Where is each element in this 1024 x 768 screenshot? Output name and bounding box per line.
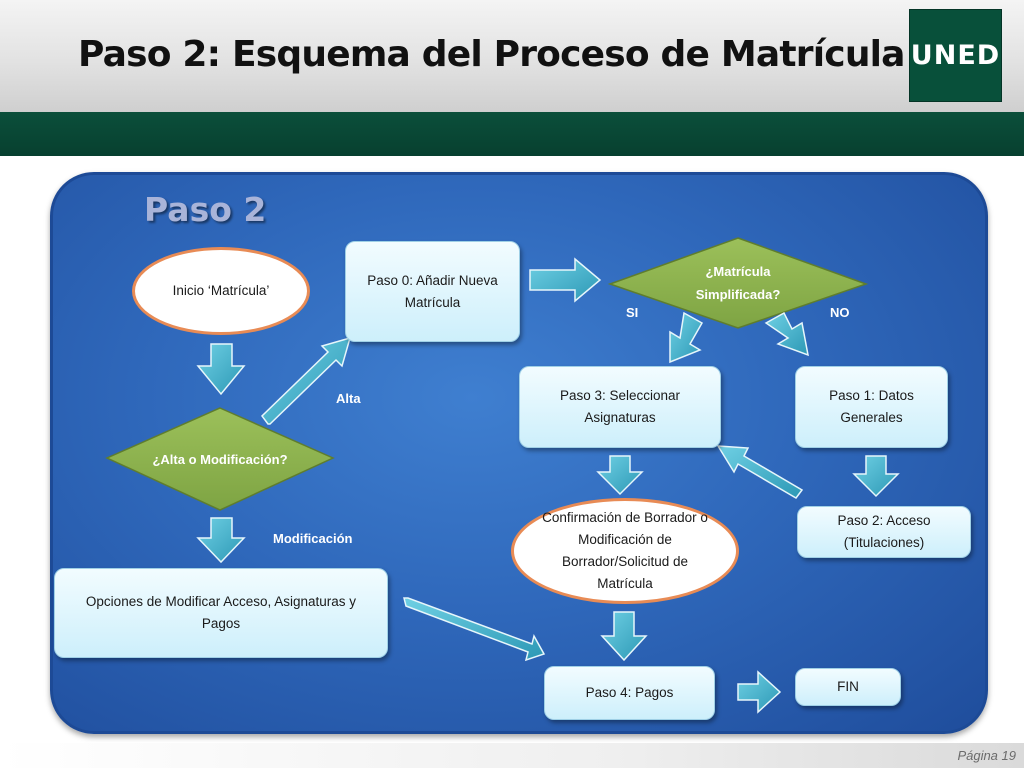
arrow-paso3-down bbox=[596, 455, 644, 496]
page-number: Página 19 bbox=[957, 748, 1016, 763]
node-paso0-label: Paso 0: Añadir Nueva Matrícula bbox=[367, 272, 498, 310]
uned-logo: UNED bbox=[909, 9, 1002, 102]
node-paso0: Paso 0: Añadir Nueva Matrícula bbox=[345, 241, 520, 342]
slide-title: Paso 2: Esquema del Proceso de Matrícula bbox=[78, 34, 905, 75]
node-fin: FIN bbox=[795, 668, 901, 706]
node-paso2-acceso-label: Paso 2: Acceso (Titulaciones) bbox=[837, 513, 931, 550]
edge-label-si: SI bbox=[626, 305, 639, 320]
diamond-matricula-simplificada bbox=[607, 237, 869, 329]
node-confirmacion: Confirmación de Borrador o Modificación … bbox=[511, 498, 739, 604]
panel-title: Paso 2 bbox=[144, 190, 267, 229]
arrow-paso4-right bbox=[737, 670, 782, 714]
arrow-paso2-to-paso3 bbox=[716, 445, 804, 499]
footer-band bbox=[0, 743, 1024, 768]
node-paso2-acceso: Paso 2: Acceso (Titulaciones) bbox=[797, 506, 971, 558]
arrow-si-down bbox=[669, 311, 704, 364]
node-opciones: Opciones de Modificar Acceso, Asignatura… bbox=[54, 568, 388, 658]
node-paso1-label: Paso 1: Datos Generales bbox=[829, 388, 914, 425]
node-paso1: Paso 1: Datos Generales bbox=[795, 366, 948, 448]
arrow-opciones-to-paso4 bbox=[403, 597, 546, 662]
arrow-confirmacion-down bbox=[600, 611, 648, 662]
node-paso3: Paso 3: Seleccionar Asignaturas bbox=[519, 366, 721, 448]
edge-label-alta: Alta bbox=[336, 391, 361, 406]
logo-text: UNED bbox=[910, 40, 1001, 71]
node-paso4: Paso 4: Pagos bbox=[544, 666, 715, 720]
node-inicio-label: Inicio ‘Matrícula’ bbox=[172, 283, 270, 298]
edge-label-no: NO bbox=[830, 305, 850, 320]
header-green-bar bbox=[0, 112, 1024, 156]
node-confirmacion-label: Confirmación de Borrador o Modificación … bbox=[542, 510, 708, 591]
node-opciones-label: Opciones de Modificar Acceso, Asignatura… bbox=[85, 594, 357, 631]
arrow-paso1-down bbox=[852, 455, 900, 498]
arrow-alta-diagonal bbox=[261, 336, 352, 425]
node-fin-label: FIN bbox=[837, 679, 859, 694]
edge-label-modificacion: Modificación bbox=[273, 531, 353, 546]
arrow-no-down bbox=[764, 311, 809, 357]
arrow-paso0-right bbox=[529, 257, 602, 303]
diamond-alta-modificacion bbox=[105, 407, 335, 511]
node-paso3-label: Paso 3: Seleccionar Asignaturas bbox=[559, 388, 681, 425]
arrow-inicio-down bbox=[196, 343, 246, 396]
header-band bbox=[0, 0, 1024, 112]
node-alta-modificacion-label: ¿Alta o Modificación? bbox=[152, 451, 288, 467]
node-paso4-label: Paso 4: Pagos bbox=[585, 685, 674, 700]
node-inicio: Inicio ‘Matrícula’ bbox=[132, 247, 310, 335]
node-matricula-simplificada-label: ¿Matrícula Simplificada? bbox=[695, 264, 781, 302]
arrow-modificacion-down bbox=[196, 517, 246, 564]
